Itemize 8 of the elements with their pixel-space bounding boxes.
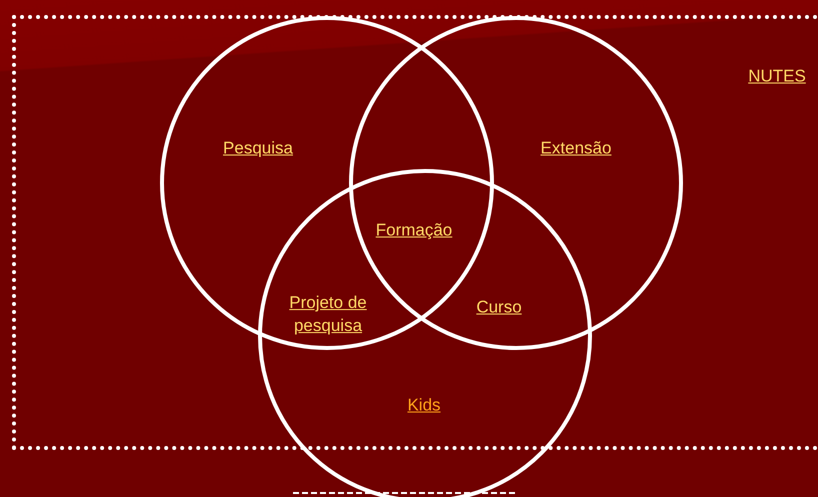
category-label: NUTES xyxy=(748,66,806,88)
category-label: Pesquisa xyxy=(223,138,293,160)
dotted-frame xyxy=(12,15,818,450)
category-label: Extensão xyxy=(540,138,612,160)
overlap-label: Projeto de pesquisa xyxy=(288,292,368,337)
overlap-label: Formação xyxy=(376,220,452,242)
category-label: Kids xyxy=(407,394,441,417)
overlap-label: Curso xyxy=(476,296,522,319)
